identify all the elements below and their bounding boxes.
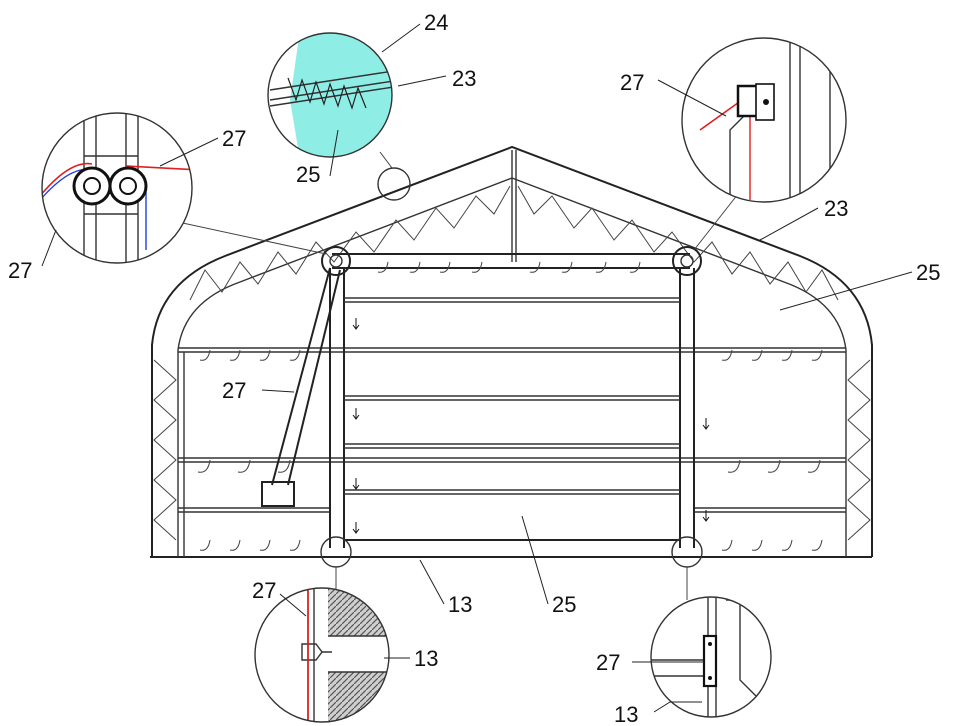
roller-top-right [672,246,702,276]
strap-27 [271,267,331,486]
roll-up-door-panel [344,297,680,541]
label-27-bottom-right: 27 [596,650,620,675]
label-13-bottom: 13 [448,592,472,617]
reference-labels: 24 23 25 27 27 27 23 25 27 13 25 27 13 2… [8,10,940,726]
roller-top-left [321,246,351,276]
greenhouse-frame [150,145,873,568]
label-27-left-bottom: 27 [8,258,32,283]
detail-circle-top-left [41,112,193,264]
label-27-bottom-left: 27 [252,578,276,603]
detail-circle-top [267,32,393,158]
label-23-right: 23 [824,196,848,221]
detail-circle-bottom-left [254,587,390,723]
label-25-right: 25 [916,260,940,285]
detail-marker-bottom-left [320,536,352,568]
label-24-top: 24 [424,10,448,35]
label-13-bottom-right: 13 [614,702,638,726]
label-27-left-top: 27 [222,126,246,151]
detail-circle-bottom-right [650,596,772,718]
bottom-bracket [702,634,718,688]
detail-connectors [177,151,739,600]
leader-lines [41,23,913,713]
label-13-bottom-left: 13 [414,646,438,671]
label-25-bottom: 25 [552,592,576,617]
detail-marker-bottom-right [671,536,703,568]
label-25-top: 25 [296,162,320,187]
detail-marker-top [377,167,411,201]
label-27-strap: 27 [222,378,246,403]
label-27-right: 27 [620,70,644,95]
roof-outer-arch [151,145,873,557]
label-23-top: 23 [452,66,476,91]
crank-box [261,481,295,507]
detail-circle-top-right [681,37,847,203]
